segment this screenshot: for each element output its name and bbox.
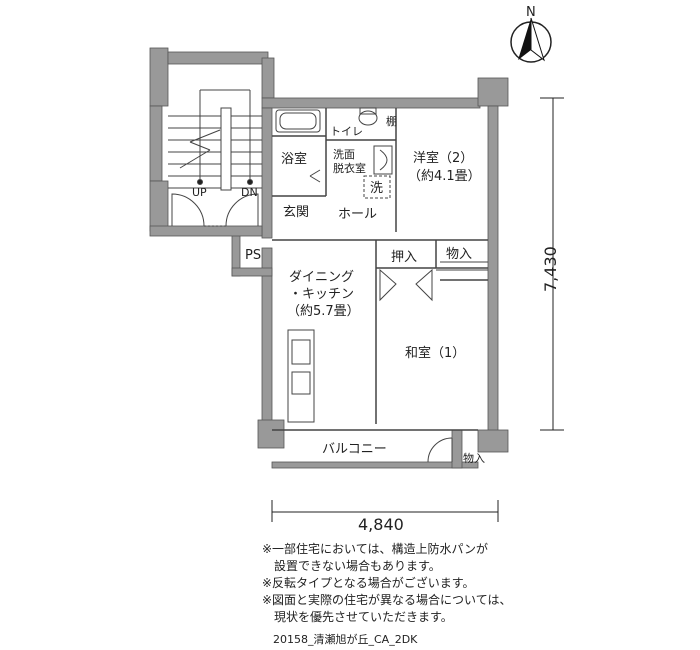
plan-code: 20158_清瀬旭が丘_CA_2DK [273, 633, 418, 646]
stair-wall-left-top [149, 47, 169, 107]
room-label-dining-3: （約5.7畳） [287, 304, 360, 319]
stair-wall-top [167, 51, 269, 65]
column-top-right [477, 77, 509, 107]
stair-wall-left-bottom [149, 180, 169, 232]
room-label-washroom-2: 脱衣室 [333, 161, 366, 175]
unit-wall-right [487, 105, 499, 437]
balcony-rail [271, 461, 479, 469]
staircase [168, 89, 262, 191]
ps-wall-bottom [231, 267, 273, 277]
room-label-entrance: 玄関 [283, 205, 309, 220]
room-label-bath: 浴室 [281, 151, 307, 167]
north-label: N [526, 5, 536, 20]
room-label-washroom-1: 洗面 [333, 148, 355, 161]
height-dimension: 7,430 [541, 246, 560, 292]
room-label-dining-1: ダイニング [289, 270, 354, 285]
room-label-washer: 洗 [370, 181, 383, 196]
entrance-doors [171, 193, 259, 227]
balcony-storage-wall [451, 429, 463, 469]
notes: ※一部住宅においては、構造上防水パンが 設置できない場合もあります。 ※反転タイ… [262, 541, 692, 626]
north-arrow: N [510, 5, 552, 63]
balcony-storage-door [427, 437, 453, 463]
room-label-japanese: 和室（1） [405, 345, 465, 361]
room-label-shelf: 棚 [386, 114, 397, 128]
washer-space [363, 175, 391, 199]
stair-label-dn: DN [241, 186, 258, 199]
room-label-balcony-storage: 物入 [463, 451, 485, 465]
note-line: ※図面と実際の住宅が異なる場合については、 [262, 593, 512, 607]
note-line: ※反転タイプとなる場合がございます。 [262, 576, 475, 590]
note-line: 現状を優先させていただきます。 [274, 610, 453, 624]
closet-doors [379, 261, 488, 302]
room-label-dining-2: ・キッチン [289, 287, 354, 302]
width-dimension: 4,840 [358, 515, 404, 534]
bath-fixtures [275, 107, 393, 199]
note-line: 設置できない場合もあります。 [274, 559, 441, 573]
stair-label-up: UP [192, 186, 207, 199]
room-label-closet: 押入 [391, 250, 417, 265]
room-label-western-1: 洋室（2） [413, 150, 473, 166]
room-label-western-2: （約4.1畳） [408, 169, 481, 184]
stair-wall-left [149, 105, 163, 182]
room-label-toilet: トイレ [330, 125, 363, 138]
note-line: ※一部住宅においては、構造上防水パンが [262, 542, 489, 556]
room-label-storage: 物入 [446, 247, 472, 262]
dimension-lines [271, 97, 564, 522]
unit-wall-top [261, 97, 481, 109]
landing-wall-bottom [149, 225, 263, 237]
room-label-balcony: バルコニー [322, 442, 387, 457]
room-label-hall: ホール [338, 207, 377, 222]
column-bottom-right [477, 429, 509, 453]
column-bottom-left [257, 419, 285, 449]
room-label-ps: PS [245, 248, 261, 263]
kitchen-counter [287, 329, 315, 423]
unit-wall-left-upper [261, 107, 273, 239]
stair-wall-right [261, 57, 275, 99]
